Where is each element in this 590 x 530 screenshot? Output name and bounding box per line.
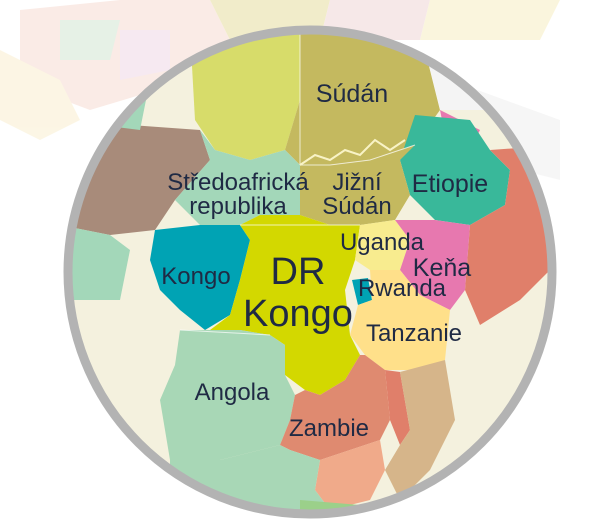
region-kenya [395,220,470,310]
label-rwanda: Rwanda [358,275,447,302]
label-south-sudan-line1: Jižní [332,169,382,196]
frame-ring [63,25,557,519]
region-chad [190,30,300,160]
region-rwanda [352,278,372,305]
region-gabon [68,225,130,300]
label-south-sudan-line2: Súdán [322,193,391,220]
label-congo: Kongo [161,263,230,290]
region-ethiopia [400,115,510,225]
region-malawi [385,370,410,445]
label-angola: Angola [195,379,270,406]
label-drc-line1: DR [271,251,326,293]
region-congo [150,225,250,330]
label-ethiopia: Etiopie [412,170,488,198]
label-car-line2: republika [189,193,287,220]
label-uganda: Uganda [340,229,425,256]
label-kenya: Keňa [413,254,471,282]
region-zambia [280,355,390,460]
label-sudan: Súdán [316,80,388,108]
region-zimbabwe [315,440,385,510]
region-car [175,130,300,225]
region-sudan [285,30,440,165]
label-drc-line2: Kongo [243,293,353,335]
country-labels: Súdán Středoafrická republika Jižní Súdá… [161,80,488,442]
region-tanzania [350,270,450,370]
region-mozambique [385,360,455,500]
region-angola [160,330,295,460]
region-uganda [355,220,410,270]
map-regions [68,30,552,514]
label-car-line1: Středoafrická [167,169,309,196]
country-borders [179,30,416,336]
label-zambia: Zambie [289,415,369,442]
region-drc [210,215,360,395]
label-tanzania: Tanzanie [366,320,462,347]
south-sudan-border [299,138,406,166]
